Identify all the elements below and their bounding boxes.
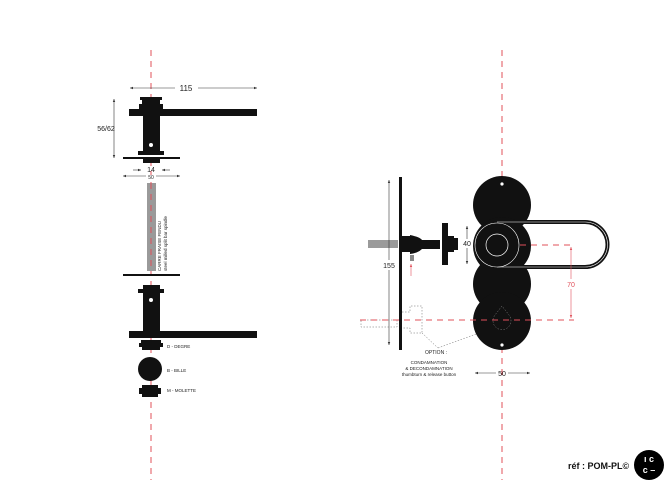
spindle-label-en: steel milled split bar spindle bbox=[163, 215, 168, 271]
option-line2: & DECONDAMNATION bbox=[405, 366, 452, 371]
option-label: OPTION : bbox=[425, 350, 447, 356]
variant-bille: B - BILLE bbox=[138, 357, 186, 381]
dim-height: 56/62 bbox=[97, 126, 115, 133]
spindle-label-fr: CARRE FRAISE FENDU bbox=[157, 221, 162, 271]
dim-rose-40: 40 bbox=[463, 241, 471, 248]
variant-degre: D - DEGRE bbox=[139, 340, 190, 350]
svg-text:M - MOLETTE: M - MOLETTE bbox=[167, 388, 196, 393]
front-view-plate: 155 40 70 OPTION : bbox=[360, 50, 610, 480]
dim-plate-width: 50 bbox=[498, 371, 506, 378]
option-line1: CONDAMNATION bbox=[411, 360, 448, 365]
dim-width: 115 bbox=[180, 84, 193, 93]
option-line3: thumbturn & release button bbox=[402, 372, 457, 377]
dim-plate-height: 155 bbox=[383, 263, 395, 270]
variant-molette: M - MOLETTE bbox=[139, 385, 196, 397]
reference-label: réf : POM-PL© bbox=[568, 461, 630, 471]
dim-rose: 50 bbox=[148, 175, 154, 181]
side-view-lever: 115 56/62 14 50 CARRE FRAISE FENDU steel… bbox=[97, 50, 257, 480]
dim-center: 70 bbox=[567, 282, 575, 289]
svg-text:B - BILLE: B - BILLE bbox=[167, 368, 186, 373]
svg-text:D - DEGRE: D - DEGRE bbox=[167, 344, 190, 349]
lever-bar bbox=[129, 109, 257, 116]
dim-square: 14 bbox=[147, 167, 155, 174]
